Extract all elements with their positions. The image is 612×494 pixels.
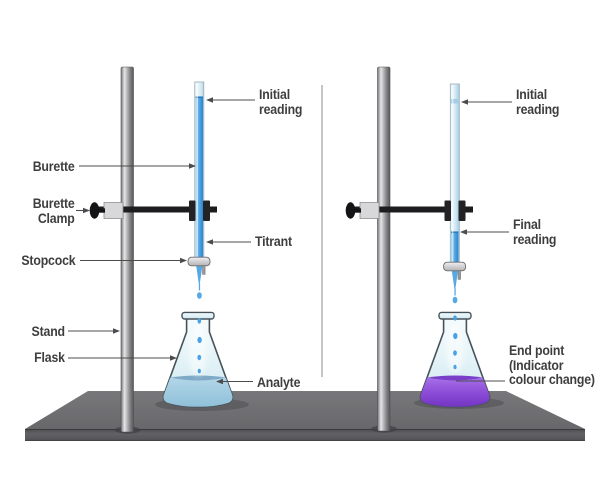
right-burette-highlight [451,85,454,263]
left-stopcock-group [187,256,211,299]
label-titrant: Titrant [255,233,292,249]
label-burette: Burette [33,158,75,174]
left-clamp-body [103,202,124,219]
right-flask-drops [453,315,458,370]
right-burette-titrant [451,232,459,265]
label-initial-reading-right: Initial reading [516,86,560,117]
left-clamp-jaw [189,200,196,221]
right-burette [449,83,460,265]
right-stopcock-group [443,261,467,304]
left-stopcock [187,256,211,267]
right-flask-glow [446,324,464,372]
leader-analyte [216,378,253,385]
right-clamp-bar [354,206,473,213]
leader-titrant [206,239,251,245]
right-burette-tip [451,270,458,288]
falling-drop [452,296,458,304]
right-clamp-screw [354,208,361,213]
leader-final-reading [460,229,509,235]
label-end-point: End point (Indicator colour change) [509,342,595,387]
leader-initial-reading-right [461,99,512,105]
left-flask-lip [181,311,215,320]
label-analyte: Analyte [257,374,301,390]
right-clamp-jaw [458,200,466,221]
right-burette-empty-section [451,85,459,232]
left-clamp-jaw [203,200,210,221]
label-burette-clamp: Burette Clamp [33,195,75,226]
lab-table [25,391,585,441]
left-flask-drops [197,318,202,374]
left-clamp-screw [98,208,105,213]
right-liquid-surface [427,375,483,381]
right-clamp-body [359,202,380,219]
label-stand: Stand [31,323,66,339]
leader-burette-clamp [76,207,90,214]
label-stopcock: Stopcock [20,252,75,268]
leader-stand [68,328,120,334]
right-flask-endpoint-liquid [420,377,490,407]
label-flask: Flask [34,349,65,365]
right-burette-meniscus [451,231,459,234]
falling-drop [197,292,202,299]
right-clamp-knob [345,202,356,219]
right-burette-clamp [345,200,466,221]
left-liquid-surface [170,375,226,381]
left-burette-highlight [196,83,198,257]
left-flask-glow [189,324,207,376]
leader-lines [68,97,512,385]
leader-burette [79,163,196,169]
leader-stopcock [80,257,187,264]
right-stopcock-handle [457,270,461,280]
left-stopcock-handle [202,265,206,275]
left-burette-meniscus [195,96,203,99]
left-flask [162,311,234,408]
left-clamp-knob [89,202,100,219]
left-burette-clamp [89,200,210,221]
left-flask-analyte [163,377,233,407]
table-front [25,429,585,441]
leader-flask [68,355,177,361]
left-burette-tip [196,265,203,283]
left-burette [194,81,205,259]
label-final-reading: Final reading [513,216,557,247]
label-initial-reading-left: Initial reading [259,86,303,117]
right-clamp-jaw [444,200,451,221]
left-burette-tip-end [198,283,201,291]
right-burette-tip-end [454,288,456,296]
left-clamp-bar [98,206,217,213]
right-stand-pole [377,66,391,432]
right-flask [419,311,491,408]
left-burette-titrant [195,97,203,258]
left-stand-pole [120,66,134,433]
leader-initial-reading-left [206,97,255,103]
table-top [25,391,585,429]
right-stopcock [443,261,467,272]
right-burette-initial-mark [451,99,459,104]
